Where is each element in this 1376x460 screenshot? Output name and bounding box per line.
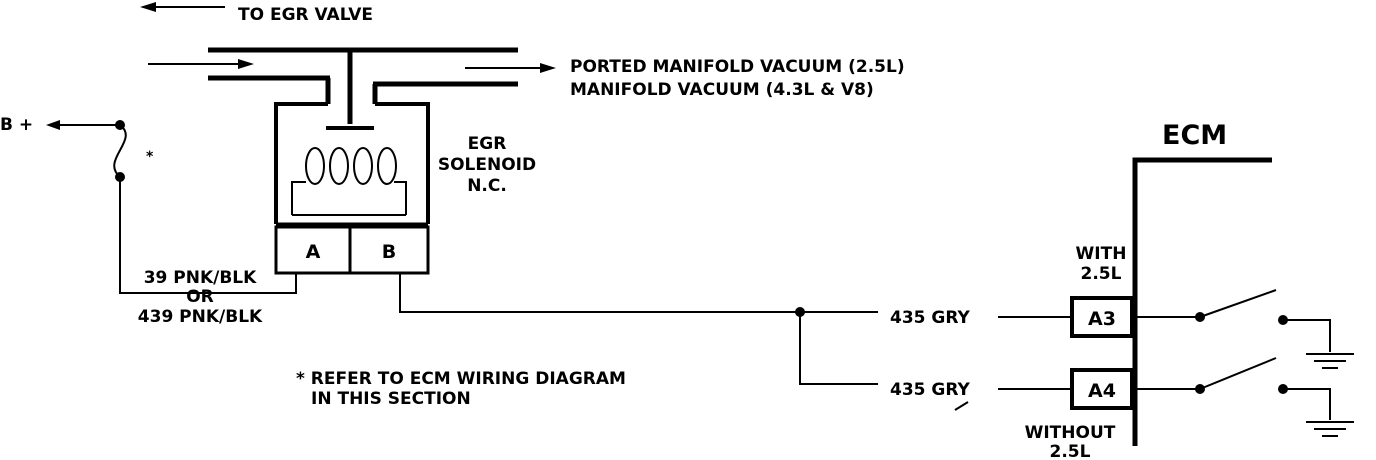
- wire-39-pnk-blk: [119, 177, 297, 294]
- with-2-5l-line1: WITH: [1076, 244, 1127, 264]
- fuse-symbol: [113, 120, 127, 182]
- egr-solenoid-body: [274, 102, 430, 226]
- pin-a3-label: A3: [1088, 308, 1116, 330]
- pin-a4-label: A4: [1088, 380, 1116, 402]
- ecm-pin-boxes: [1070, 296, 1134, 410]
- wire-splice-dot: [795, 307, 805, 317]
- fuse-note-mark: *: [146, 149, 154, 165]
- wire-39-label-line3: 439 PNK/BLK: [138, 307, 263, 327]
- ecm-switch-a4: [1135, 357, 1331, 420]
- ecm-title: ECM: [1162, 120, 1227, 151]
- with-2-5l-line2: 2.5L: [1081, 264, 1122, 284]
- wire-39-label-line1: 39 PNK/BLK: [144, 268, 257, 288]
- wire-39-label-line2: OR: [186, 287, 214, 307]
- without-2-5l-line1: WITHOUT: [1025, 423, 1116, 443]
- egr-solenoid-label-line3: N.C.: [467, 176, 507, 196]
- wire-435-gry: [399, 273, 1072, 390]
- wire-435-a4-label: 435 GRY: [890, 380, 971, 400]
- solenoid-coil: [291, 147, 407, 216]
- solenoid-connector: [274, 225, 430, 275]
- to-egr-valve-arrow: [140, 2, 225, 12]
- vacuum-outlet-arrow: [465, 63, 556, 73]
- wire-435-a3-label: 435 GRY: [890, 308, 971, 328]
- b-plus-label: B +: [0, 115, 33, 135]
- without-2-5l-line2: 2.5L: [1050, 442, 1091, 460]
- egr-solenoid-label-line2: SOLENOID: [438, 155, 536, 175]
- pen-mark: [954, 401, 969, 411]
- to-egr-valve-label: TO EGR VALVE: [238, 5, 373, 25]
- valve-plunger: [326, 50, 374, 130]
- terminal-a-label: A: [306, 241, 321, 263]
- ported-vacuum-label: PORTED MANIFOLD VACUUM (2.5L): [570, 57, 905, 77]
- b-plus-arrow: [46, 120, 120, 130]
- vacuum-inlet-arrow: [148, 59, 254, 69]
- ecm-boundary: [1132, 157, 1272, 446]
- ground-symbol-a4: [1306, 421, 1354, 437]
- note-line1: * REFER TO ECM WIRING DIAGRAM: [296, 369, 626, 389]
- vacuum-tubes: [208, 47, 518, 104]
- terminal-b-label: B: [382, 241, 396, 263]
- ground-symbol-a3: [1306, 353, 1354, 369]
- note-line2: IN THIS SECTION: [311, 389, 471, 409]
- manifold-vacuum-label: MANIFOLD VACUUM (4.3L & V8): [570, 80, 874, 100]
- ecm-switch-a3: [1135, 289, 1331, 352]
- egr-solenoid-label-line1: EGR: [468, 134, 507, 154]
